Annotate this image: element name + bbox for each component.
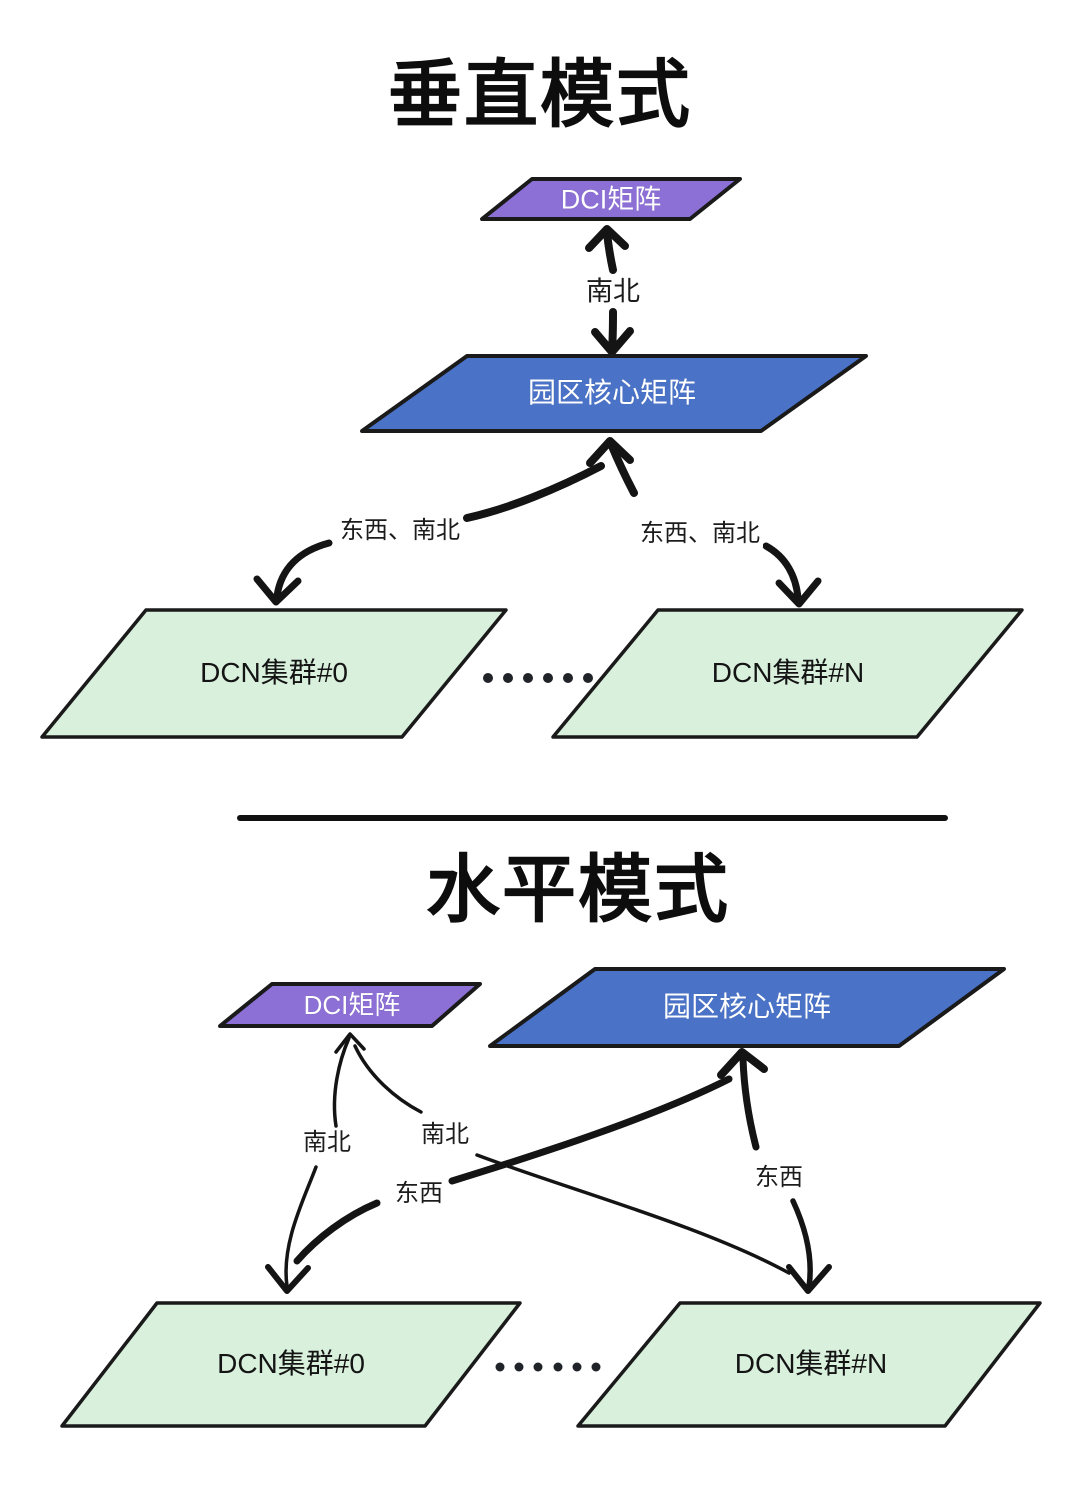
vertical-dcn-cluster-n-label: DCN集群#N <box>711 657 865 688</box>
vertical-campus-core-matrix-node <box>360 354 868 433</box>
horizontal-dcn-cluster-0-label: DCN集群#0 <box>217 1348 365 1379</box>
horizontal-dcn-cluster-0-node <box>60 1301 522 1428</box>
north-south-down-arrow <box>608 308 617 353</box>
horizontal-dci-matrix-node <box>218 982 482 1028</box>
horizontal-dcn-cluster-n-label: DCN集群#N <box>734 1348 888 1379</box>
ew-dcn0-lower-curve <box>293 1199 381 1265</box>
ns-dcn0-down-arrowhead-icon <box>265 1264 311 1294</box>
vertical-dcn-cluster-0-node <box>40 608 508 739</box>
horizontal-ew-right-label: 东西 <box>752 1165 806 1191</box>
ew-dcn0-to-core-upper-curve <box>448 1075 733 1185</box>
vertical-ew-ns-right-label: 东西、南北 <box>637 521 763 547</box>
vertical-campus-core-matrix-label: 园区核心矩阵 <box>527 377 697 408</box>
vertical-dcn-cluster-n-node <box>551 608 1024 739</box>
ns-dci-to-dcnN-lower-curve <box>475 1153 791 1275</box>
core-to-dcn0-arrowhead-icon <box>253 575 302 606</box>
ew-core-up-arrowhead-icon <box>717 1048 768 1079</box>
horizontal-campus-core-matrix-node <box>488 967 1006 1048</box>
horizontal-ns-mid-label: 南北 <box>418 1122 472 1148</box>
ns-dci-to-dcn0-curve <box>284 1165 318 1288</box>
vertical-dci-matrix-node <box>480 177 742 221</box>
vertical-north-south-label: 南北 <box>583 277 643 307</box>
horizontal-dci-matrix-label: DCI矩阵 <box>303 990 401 1020</box>
ns-dcn0-to-dci-arrow-shaft <box>332 1036 351 1128</box>
horizontal-mode-title: 水平模式 <box>426 848 730 931</box>
north-south-down-arrowhead-icon <box>591 327 634 356</box>
ew-dcnN-down-arrowhead-icon <box>786 1264 832 1294</box>
vertical-ellipsis-dots <box>483 673 593 683</box>
north-south-up-arrow <box>603 228 617 274</box>
horizontal-ns-left-label: 南北 <box>300 1130 354 1156</box>
core-to-dcnN-arrowhead-icon <box>775 577 822 608</box>
north-south-up-arrowhead-icon <box>585 225 629 252</box>
vertical-mode-title: 垂直模式 <box>388 53 692 136</box>
vertical-dcn-cluster-0-label: DCN集群#0 <box>200 657 348 688</box>
clusters-to-core-arrowhead-icon <box>586 437 634 467</box>
horizontal-campus-core-matrix-label: 园区核心矩阵 <box>662 991 832 1022</box>
core-to-dcnN-arrow <box>762 542 802 602</box>
horizontal-ellipsis-dots <box>495 1362 601 1372</box>
horizontal-dcn-cluster-n-node <box>576 1301 1042 1428</box>
vertical-ew-ns-left-label: 东西、南北 <box>337 518 463 544</box>
clusters-to-core-merge-curve <box>463 462 605 522</box>
core-to-dcn0-arrow <box>273 539 333 600</box>
ns-dci-to-dcnN-upper-curve <box>353 1044 423 1114</box>
ew-core-up-arrow-shaft <box>739 1055 760 1151</box>
vertical-dci-matrix-label: DCI矩阵 <box>560 184 662 215</box>
ew-core-to-dcnN-curve <box>790 1198 813 1290</box>
ns-dci-up-arrowhead-icon <box>334 1032 366 1054</box>
horizontal-ew-mid-label: 东西 <box>392 1181 446 1207</box>
